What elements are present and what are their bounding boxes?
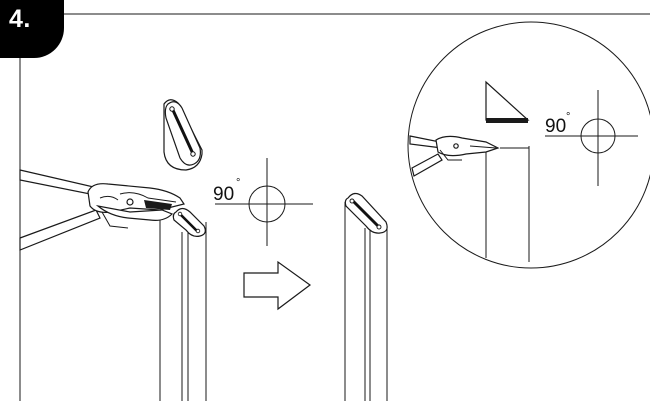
angle-degree-main: ° (236, 177, 240, 189)
detail-magnifier (407, 21, 650, 269)
side-cutter-icon (19, 169, 185, 251)
cut-off-piece (163, 99, 203, 171)
left-post (159, 207, 207, 401)
crosshair-icon (215, 158, 313, 246)
right-arrow-icon (243, 260, 312, 311)
step-number: 4. (9, 5, 31, 33)
finished-post (344, 192, 388, 401)
step-badge: 4. (0, 0, 64, 58)
angle-label-main: 90 (213, 184, 234, 205)
angle-degree-detail: ° (566, 111, 570, 123)
angle-label-detail: 90 (545, 116, 566, 137)
